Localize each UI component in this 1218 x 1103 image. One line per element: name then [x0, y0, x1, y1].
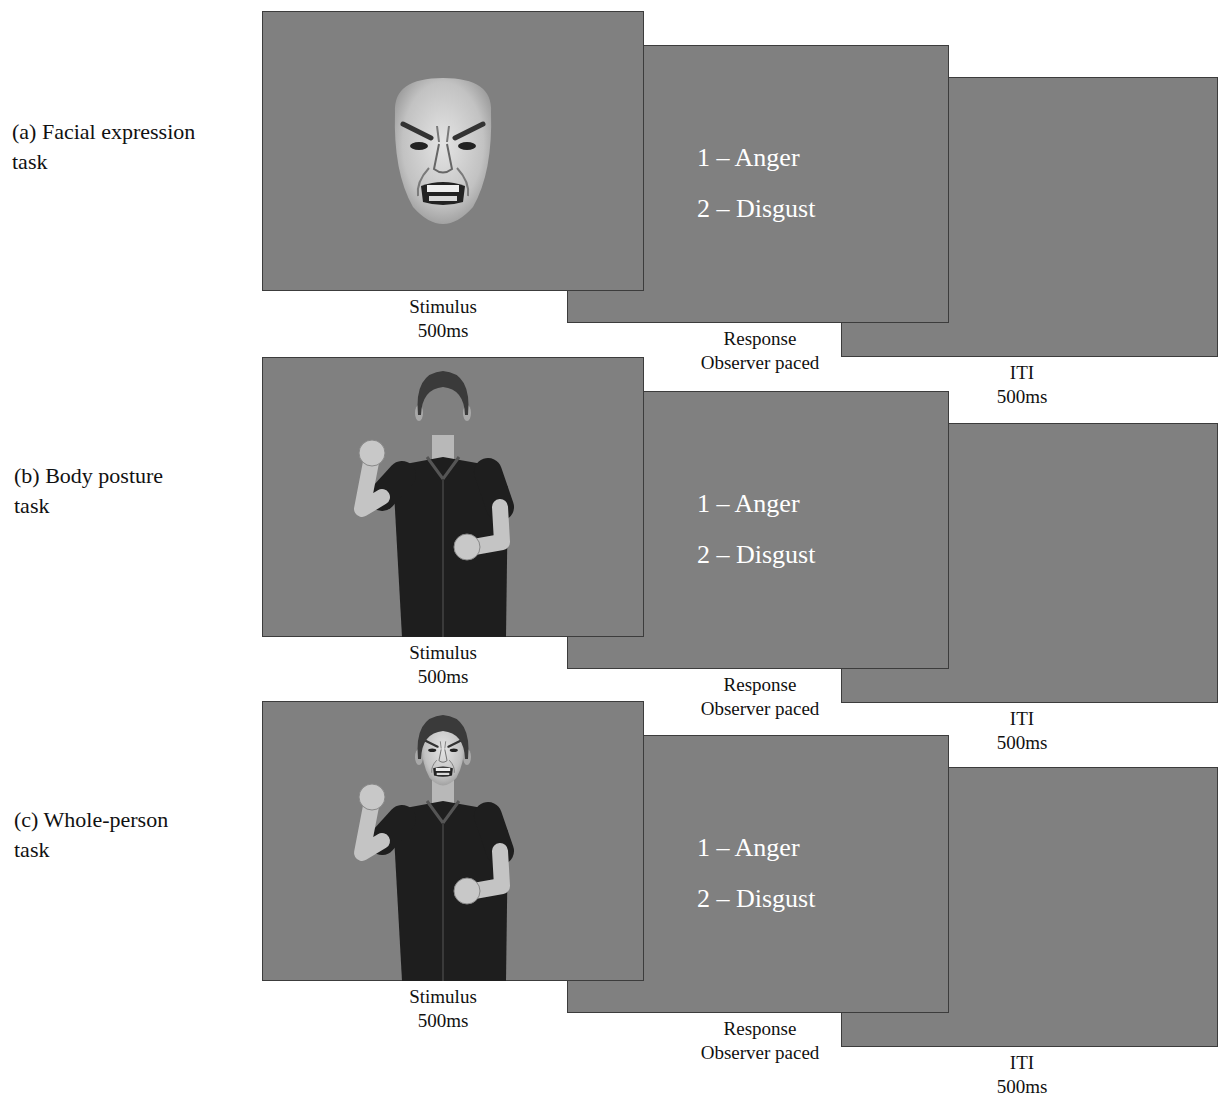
stimulus-panel-shape	[263, 12, 644, 291]
response-option: 2 – Disgust	[697, 183, 815, 234]
panel-caption-box: ITI 500ms	[991, 361, 1053, 409]
task-label: (c) Whole-person task	[14, 805, 184, 865]
whole-person-stimulus	[359, 715, 508, 981]
panel-caption-box: Response Observer paced	[690, 327, 830, 375]
response-panel: 1 – Anger2 – DisgustResponse Observer pa…	[567, 45, 949, 323]
response-option: 1 – Anger	[697, 132, 815, 183]
body-stimulus	[359, 371, 508, 637]
panel-caption: ITI 500ms	[991, 361, 1053, 409]
task-label: (b) Body posture task	[14, 461, 179, 521]
panel-caption: Response Observer paced	[690, 673, 830, 721]
stimulus-panel: Stimulus 500ms	[262, 11, 644, 291]
panel-caption-box: Stimulus 500ms	[398, 985, 488, 1033]
stimulus-panel: Stimulus 500ms	[262, 701, 644, 981]
panel-caption-box: Response Observer paced	[690, 1017, 830, 1065]
panel-caption: ITI 500ms	[991, 1051, 1053, 1099]
response-option: 2 – Disgust	[697, 873, 815, 924]
panel-caption-box: Stimulus 500ms	[398, 295, 488, 343]
panel-caption-box: ITI 500ms	[991, 1051, 1053, 1099]
response-option: 1 – Anger	[697, 478, 815, 529]
response-options: 1 – Anger2 – Disgust	[697, 478, 815, 580]
response-panel: 1 – Anger2 – DisgustResponse Observer pa…	[567, 391, 949, 669]
iti-panel: ITI 500ms	[841, 77, 1218, 357]
panel-caption-box: Response Observer paced	[690, 673, 830, 721]
stimulus-panel-shape	[263, 358, 644, 637]
task-label: (a) Facial expression task	[12, 117, 212, 177]
hair	[418, 715, 469, 759]
stimulus-panel: Stimulus 500ms	[262, 357, 644, 637]
response-option: 1 – Anger	[697, 822, 815, 873]
response-options: 1 – Anger2 – Disgust	[697, 822, 815, 924]
hair	[418, 371, 469, 415]
body-figure	[359, 405, 508, 637]
panel-caption: Stimulus 500ms	[398, 641, 488, 689]
panel-caption: Response Observer paced	[690, 1017, 830, 1065]
body-figure	[359, 749, 508, 981]
panel-caption: Response Observer paced	[690, 327, 830, 375]
panel-caption-box: ITI 500ms	[991, 707, 1053, 755]
response-option: 2 – Disgust	[697, 529, 815, 580]
panel-layer	[263, 12, 1218, 1047]
response-options: 1 – Anger2 – Disgust	[697, 132, 815, 234]
iti-panel: ITI 500ms	[841, 423, 1218, 703]
panel-caption: ITI 500ms	[991, 707, 1053, 755]
stimulus-panel-shape	[263, 702, 644, 981]
panel-caption: Stimulus 500ms	[398, 985, 488, 1033]
face-stimulus	[395, 78, 491, 224]
panel-caption-box: Stimulus 500ms	[398, 641, 488, 689]
response-panel: 1 – Anger2 – DisgustResponse Observer pa…	[567, 735, 949, 1013]
panel-caption: Stimulus 500ms	[398, 295, 488, 343]
iti-panel: ITI 500ms	[841, 767, 1218, 1047]
